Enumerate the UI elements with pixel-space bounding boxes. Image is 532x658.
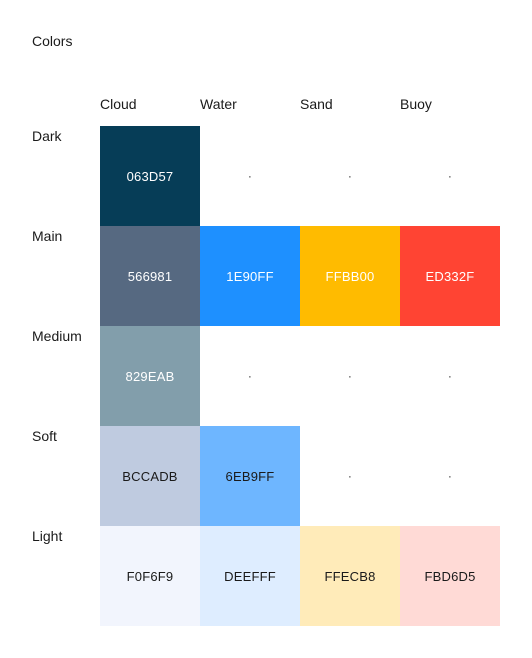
page-title: Colors [32,33,73,49]
row-label-medium: Medium [32,328,82,344]
column-header-cloud: Cloud [100,96,137,112]
swatch-medium-water: · [247,369,253,383]
swatch-main-cloud: 566981 [100,226,200,326]
swatch-soft-buoy: · [447,469,453,483]
swatch-main-buoy: ED332F [400,226,500,326]
swatch-light-sand: FFECB8 [300,526,400,626]
row-label-soft: Soft [32,428,57,444]
swatch-soft-sand: · [347,469,353,483]
swatch-main-water: 1E90FF [200,226,300,326]
swatch-light-cloud: F0F6F9 [100,526,200,626]
column-header-water: Water [200,96,237,112]
swatch-dark-water: · [247,169,253,183]
swatch-main-sand: FFBB00 [300,226,400,326]
swatch-light-water: DEEFFF [200,526,300,626]
swatch-dark-sand: · [347,169,353,183]
swatch-dark-buoy: · [447,169,453,183]
swatch-dark-cloud: 063D57 [100,126,200,226]
row-label-light: Light [32,528,63,544]
swatch-medium-sand: · [347,369,353,383]
swatch-medium-cloud: 829EAB [100,326,200,426]
column-header-buoy: Buoy [400,96,432,112]
row-label-dark: Dark [32,128,62,144]
column-header-sand: Sand [300,96,333,112]
swatch-medium-buoy: · [447,369,453,383]
row-label-main: Main [32,228,63,244]
swatch-soft-water: 6EB9FF [200,426,300,526]
swatch-light-buoy: FBD6D5 [400,526,500,626]
swatch-soft-cloud: BCCADB [100,426,200,526]
